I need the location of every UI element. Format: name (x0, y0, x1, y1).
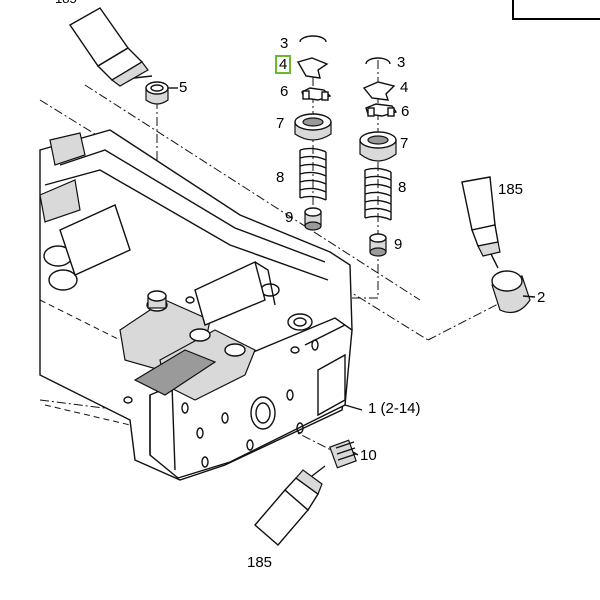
left-valve-stack (294, 35, 332, 231)
callout-8-right: 8 (398, 179, 407, 196)
callout-10: 10 (360, 447, 377, 464)
part-5-seal (145, 81, 169, 105)
callout-3-right: 3 (397, 54, 406, 71)
callout-8-left: 8 (276, 169, 285, 186)
callout-6-left: 6 (280, 83, 289, 100)
part-2-plug (491, 270, 531, 313)
cylinder-head (39, 129, 353, 481)
callout-9-left: 9 (285, 209, 294, 226)
top-partial-label: 185 (55, 0, 77, 7)
callout-7-left: 7 (276, 115, 285, 132)
callout-6-right: 6 (401, 103, 410, 120)
sealant-tube-right (461, 176, 501, 269)
callout-5: 5 (179, 79, 188, 96)
callout-3-left: 3 (280, 35, 289, 52)
part-10-fitting (329, 439, 357, 469)
leader-lines (168, 87, 536, 456)
callout-185-right: 185 (498, 181, 524, 198)
callout-1-assembly: 1 (2-14) (368, 400, 421, 417)
callout-4-left-highlighted: 4 (275, 55, 292, 74)
callout-185-bottom: 185 (247, 554, 273, 571)
callout-2: 2 (537, 289, 546, 306)
callout-4-right: 4 (400, 79, 409, 96)
right-valve-stack (359, 57, 398, 257)
sealant-tube-top (68, 7, 153, 87)
page-frame-corner (512, 0, 600, 20)
callout-9-right: 9 (394, 236, 403, 253)
callout-7-right: 7 (400, 135, 409, 152)
sealant-tube-bottom (254, 465, 326, 546)
